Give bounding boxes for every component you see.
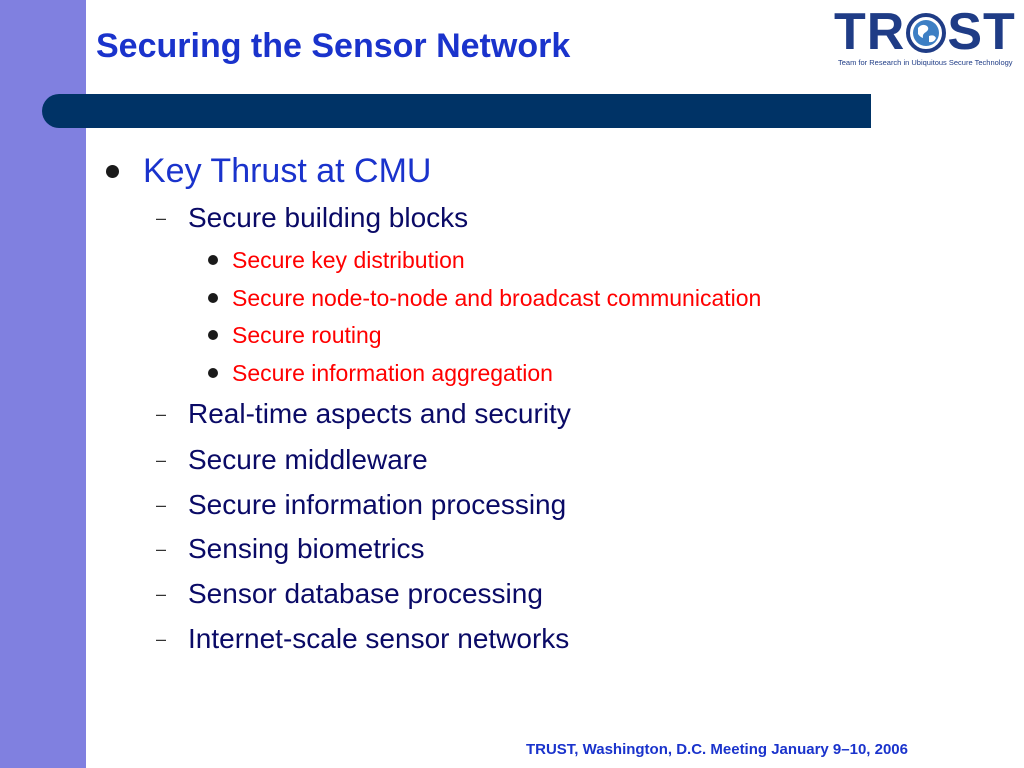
sub-bullet: – Secure middleware: [156, 442, 428, 478]
bullet-dot-icon: [208, 293, 218, 303]
sub-bullet: – Secure information processing: [156, 487, 566, 523]
subsub-bullet: Secure key distribution: [208, 245, 465, 275]
sub-bullet-text: Secure building blocks: [188, 202, 469, 233]
slide-title: Securing the Sensor Network: [96, 27, 571, 65]
logo-word-left: TR: [834, 3, 906, 61]
bullet-dot-icon: [208, 330, 218, 340]
dash-icon: –: [156, 494, 167, 515]
logo-wordmark: TR ST: [834, 6, 1016, 58]
subsub-bullet-text: Secure key distribution: [232, 246, 465, 273]
sub-bullet-text: Secure information processing: [188, 489, 567, 520]
dash-icon: –: [156, 583, 167, 604]
left-accent-band: [0, 0, 86, 768]
subsub-bullet: Secure information aggregation: [208, 358, 553, 388]
sub-bullet: – Sensing biometrics: [156, 531, 425, 567]
subsub-bullet-text: Secure routing: [232, 321, 382, 348]
subsub-bullet: Secure routing: [208, 320, 382, 350]
subsub-bullet: Secure node-to-node and broadcast commun…: [208, 283, 761, 313]
logo-tagline: Team for Research in Ubiquitous Secure T…: [838, 58, 1013, 67]
subsub-bullet-text: Secure node-to-node and broadcast commun…: [232, 284, 762, 311]
sub-bullet: – Real-time aspects and security: [156, 396, 571, 432]
sub-bullet: – Internet-scale sensor networks: [156, 621, 569, 657]
dash-icon: –: [156, 403, 167, 424]
bullet-text: Key Thrust at CMU: [143, 151, 432, 190]
dash-icon: –: [156, 207, 167, 228]
dash-icon: –: [156, 449, 167, 470]
sub-bullet-text: Sensing biometrics: [188, 533, 425, 564]
logo-word-right: ST: [947, 3, 1016, 61]
sub-bullet-text: Internet-scale sensor networks: [188, 623, 570, 654]
bullet-dot-icon: [208, 368, 218, 378]
bullet-dot-icon: [208, 255, 218, 265]
sub-bullet: – Secure building blocks: [156, 200, 468, 236]
sub-bullet: – Sensor database processing: [156, 576, 543, 612]
trust-logo: TR ST Team for Research in Ubiquitous Se…: [828, 6, 1016, 72]
bullet-dot-icon: [106, 164, 119, 178]
dash-icon: –: [156, 628, 167, 649]
subsub-bullet-text: Secure information aggregation: [232, 359, 553, 386]
sub-bullet-text: Secure middleware: [188, 444, 428, 475]
bullet-level1: Key Thrust at CMU: [106, 151, 431, 191]
sub-bullet-text: Real-time aspects and security: [188, 398, 571, 429]
globe-icon: [906, 13, 947, 53]
dash-icon: –: [156, 538, 167, 559]
title-underline-bar: [42, 94, 871, 128]
slide-footer: TRUST, Washington, D.C. Meeting January …: [525, 741, 908, 758]
sub-bullet-text: Sensor database processing: [188, 578, 543, 609]
